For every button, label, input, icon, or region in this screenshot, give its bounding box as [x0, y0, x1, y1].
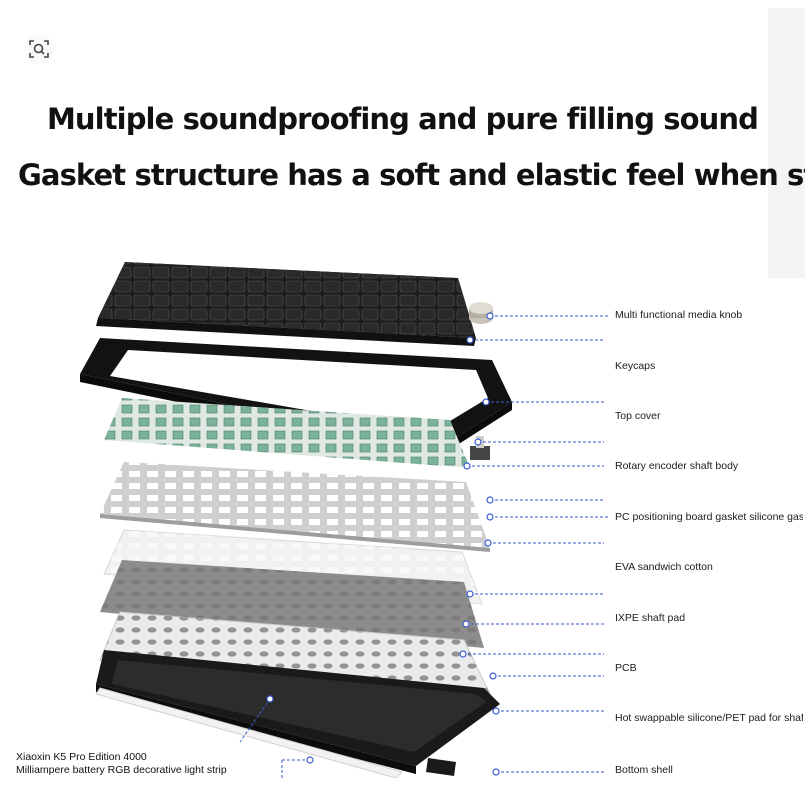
- rgb-light-strip: [95, 687, 403, 779]
- keycaps-layer: [96, 262, 476, 346]
- headline-line-1: Multiple soundproofing and pure filling …: [46, 102, 759, 136]
- headline-line-2: Gasket structure has a soft and elastic …: [18, 158, 805, 192]
- callout-keycaps: Keycaps: [615, 360, 656, 372]
- bottom-shell-layer: [96, 650, 500, 774]
- image-search-icon: [29, 40, 49, 58]
- callout-positioning-board: PC positioning board gasket silicone gas…: [615, 511, 803, 523]
- battery-callout-line-2: Milliampere battery RGB decorative light…: [16, 764, 227, 776]
- callout-rotary-encoder: Rotary encoder shaft body: [615, 460, 739, 472]
- callout-bottom-shell: Bottom shell: [615, 764, 673, 776]
- callout-top-cover: Top cover: [615, 410, 661, 422]
- leader-lines: [239, 315, 610, 778]
- callout-media-knob: Multi functional media knob: [615, 309, 743, 321]
- visual-search-button[interactable]: [24, 34, 54, 64]
- switches-layer: [104, 398, 470, 468]
- callout-pcb: PCB: [615, 662, 637, 674]
- positioning-board-layer: [100, 462, 490, 552]
- callout-eva-cotton: EVA sandwich cotton: [615, 561, 713, 573]
- battery-pack: [426, 758, 456, 776]
- ixpe-pad-layer: [100, 560, 484, 648]
- callout-battery-light-strip: Xiaoxin K5 Pro Edition 4000 Milliampere …: [16, 751, 227, 777]
- leader-dots: [266, 312, 500, 776]
- edge-panel: [768, 8, 805, 278]
- callout-ixpe-pad: IXPE shaft pad: [615, 612, 686, 624]
- callout-hot-swap-pad: Hot swappable silicone/PET pad for shaft: [615, 712, 803, 724]
- battery-callout-line-1: Xiaoxin K5 Pro Edition 4000: [16, 751, 147, 763]
